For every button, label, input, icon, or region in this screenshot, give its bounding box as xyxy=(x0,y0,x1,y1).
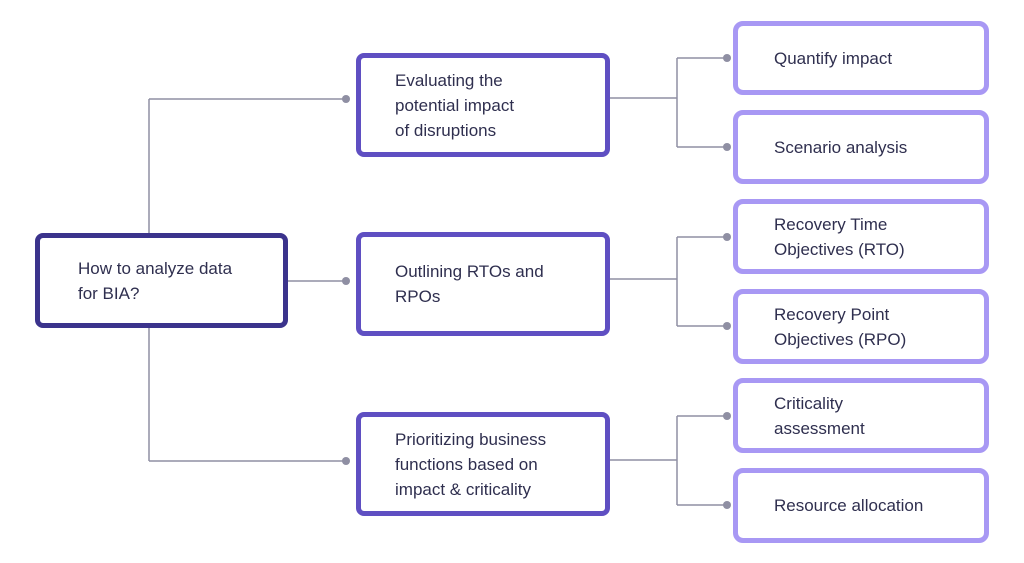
branch-1-leaf-1-dot xyxy=(723,54,731,62)
leaf-node-scenario-analysis: Scenario analysis xyxy=(733,110,989,184)
branch-1-leaf-2-dot xyxy=(723,143,731,151)
root-node: How to analyze data for BIA? xyxy=(35,233,288,328)
leaf-node-rto: Recovery Time Objectives (RTO) xyxy=(733,199,989,274)
branch-3-leaf-2-dot xyxy=(723,501,731,509)
leaf-node-label: Recovery Time Objectives (RTO) xyxy=(774,214,905,259)
leaf-node-label: Resource allocation xyxy=(774,496,924,515)
leaf-node-label: Criticality assessment xyxy=(774,393,865,438)
branch-node-label: Evaluating the potential impact of disru… xyxy=(395,70,515,140)
root-to-branch-2-dot xyxy=(342,277,350,285)
root-to-branch-1-dot xyxy=(342,95,350,103)
branch-3-leaf-1-dot xyxy=(723,412,731,420)
branch-2-leaf-2-dot xyxy=(723,322,731,330)
branch-node-label: Prioritizing business functions based on… xyxy=(395,429,547,499)
leaf-node-quantify-impact: Quantify impact xyxy=(733,21,989,95)
leaf-node-criticality-assessment: Criticality assessment xyxy=(733,378,989,453)
branch-node-prioritizing-functions: Prioritizing business functions based on… xyxy=(356,412,610,516)
branch-node-evaluating-impact: Evaluating the potential impact of disru… xyxy=(356,53,610,157)
branch-node-rtos-rpos: Outlining RTOs and RPOs xyxy=(356,232,610,336)
branch-node-label: Outlining RTOs and RPOs xyxy=(395,262,544,306)
root-node-label: How to analyze data for BIA? xyxy=(78,258,233,303)
leaf-node-label: Recovery Point Objectives (RPO) xyxy=(774,304,907,349)
leaf-node-label: Scenario analysis xyxy=(774,137,908,157)
leaf-node-rpo: Recovery Point Objectives (RPO) xyxy=(733,289,989,364)
leaf-node-resource-allocation: Resource allocation xyxy=(733,468,989,543)
root-to-branch-3-dot xyxy=(342,457,350,465)
branch-2-leaf-1-dot xyxy=(723,233,731,241)
leaf-node-label: Quantify impact xyxy=(774,48,893,68)
